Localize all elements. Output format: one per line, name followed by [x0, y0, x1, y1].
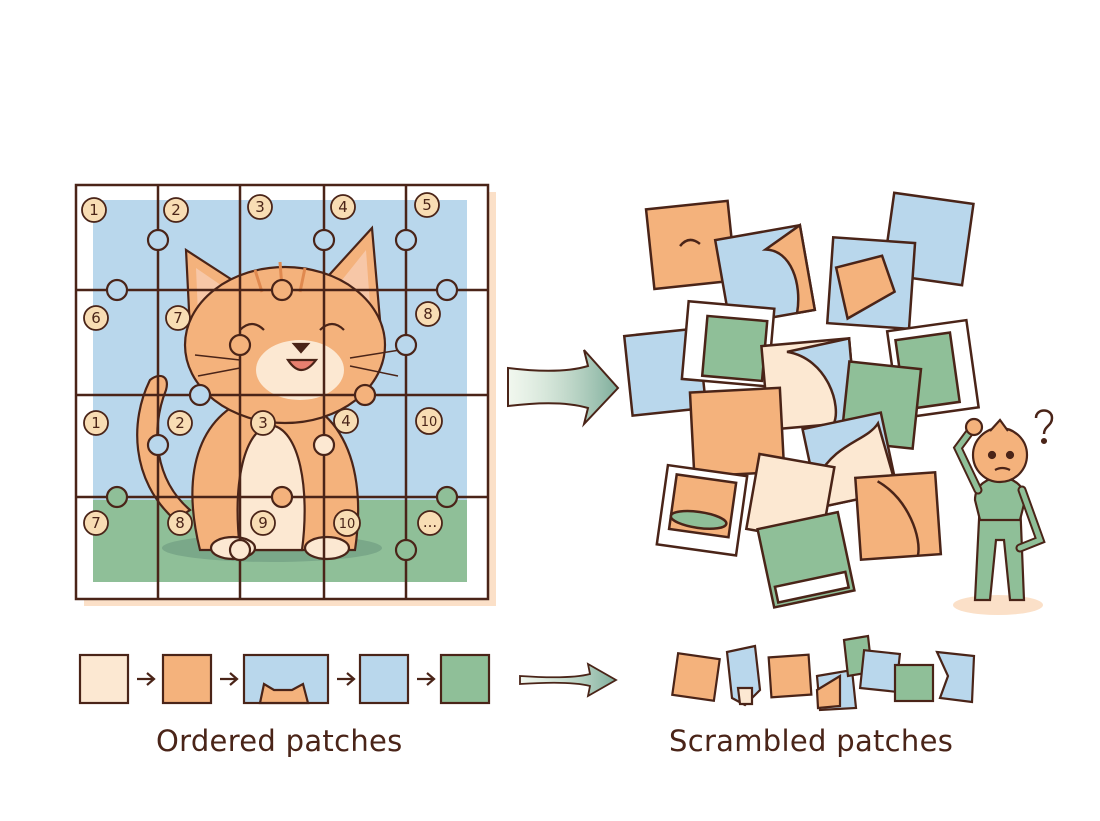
right-arrow-icon — [137, 672, 156, 686]
badge: 4 — [333, 408, 359, 434]
badge: 1 — [83, 410, 109, 436]
puzzle-piece — [853, 470, 943, 562]
confused-person — [952, 417, 1046, 615]
badge: 1 — [81, 197, 107, 223]
badge-number: 8 — [175, 514, 185, 532]
ordered-puzzle: 1 2 3 4 5 6 7 8 1 2 3 4 10 7 8 9 10 ... — [74, 183, 496, 606]
badge: 9 — [250, 510, 276, 536]
badge-number: 3 — [255, 198, 265, 216]
right-arrow-icon — [507, 349, 620, 428]
patch-number-badges: 1 2 3 4 5 6 7 8 1 2 3 4 10 7 8 9 10 ... — [81, 192, 443, 537]
scrambled-pieces — [622, 191, 981, 609]
puzzle-piece — [655, 463, 749, 557]
question-mark-icon — [1034, 409, 1054, 445]
ordered-patches-caption: Ordered patches — [156, 724, 403, 758]
badge-number: 9 — [258, 514, 268, 532]
badge-number: 4 — [338, 198, 348, 216]
right-arrow-icon — [417, 672, 436, 686]
puzzle-piece — [756, 510, 856, 609]
puzzle-tabs — [105, 228, 459, 562]
badge-number: 1 — [89, 201, 99, 219]
badge-number: 10 — [339, 517, 356, 532]
badge: 2 — [167, 410, 193, 436]
badge-number: 10 — [421, 415, 438, 430]
badge-number: 7 — [173, 309, 183, 327]
patch-orange — [161, 653, 213, 705]
badge-number: ... — [423, 513, 437, 531]
patch-cream — [78, 653, 130, 705]
puzzle-piece — [713, 223, 817, 327]
badge: 7 — [83, 510, 109, 536]
scrambled-patch-strip — [671, 634, 976, 712]
patch-blue-fragment — [935, 650, 976, 704]
patch-orange — [767, 653, 813, 699]
puzzle-piece — [680, 299, 776, 388]
patch-green — [893, 663, 935, 703]
badge: 3 — [250, 410, 276, 436]
badge-number: 1 — [91, 414, 101, 432]
badge-number: 7 — [91, 514, 101, 532]
patch-blue — [358, 653, 410, 705]
badge-number: 2 — [175, 414, 185, 432]
right-arrow-icon — [220, 672, 239, 686]
badge: ... — [417, 510, 443, 536]
badge-number: 5 — [422, 196, 432, 214]
patch-green — [439, 653, 491, 705]
badge: 5 — [414, 192, 440, 218]
badge-number: 8 — [423, 305, 433, 323]
puzzle-piece — [825, 235, 917, 331]
badge-number: 2 — [171, 201, 181, 219]
badge-number: 6 — [91, 309, 101, 327]
badge: 10 — [415, 407, 443, 435]
badge: 8 — [167, 510, 193, 536]
right-arrow-icon — [337, 672, 356, 686]
right-arrow-icon — [519, 662, 618, 698]
badge: 6 — [83, 305, 109, 331]
badge: 3 — [247, 194, 273, 220]
ordered-patch-strip — [78, 653, 491, 705]
badge-number: 3 — [258, 414, 268, 432]
badge: 8 — [415, 301, 441, 327]
scrambled-patches-caption: Scrambled patches — [669, 724, 954, 758]
badge-number: 4 — [341, 412, 351, 430]
badge: 4 — [330, 194, 356, 220]
badge: 2 — [163, 197, 189, 223]
patch-orange — [671, 652, 721, 702]
badge: 10 — [333, 509, 361, 537]
badge: 7 — [165, 305, 191, 331]
